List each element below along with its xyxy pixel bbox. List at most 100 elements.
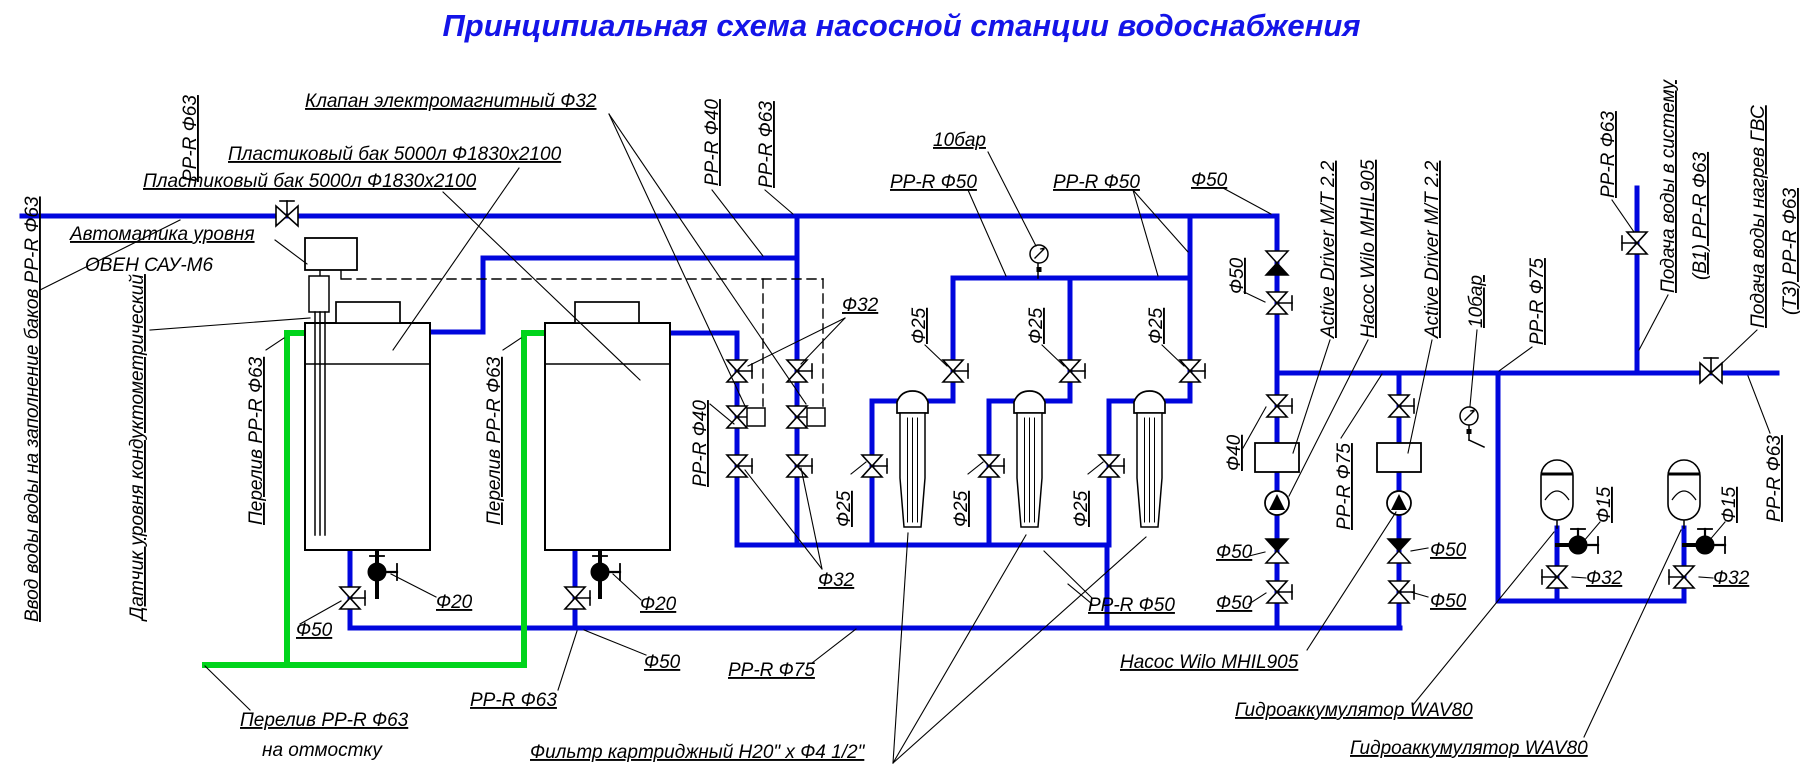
solenoid-coil-1 (746, 407, 766, 427)
label-f50-pump1-check: Ф50 (1216, 542, 1253, 563)
label-pump-callout-bottom: Насос Wilo MHIL905 (1120, 652, 1299, 673)
leader-line (711, 189, 764, 257)
label-ppr63-bottom: PP-R Ф63 (470, 690, 557, 711)
leader-line (608, 113, 746, 407)
leader-line (274, 239, 308, 265)
gauge-needle (1034, 248, 1045, 259)
leader-line (1288, 339, 1369, 497)
leader-line (1583, 529, 1682, 738)
tank-hatch (335, 301, 401, 324)
leader-line (557, 630, 578, 691)
leader-line (747, 317, 846, 367)
leader-line (924, 344, 948, 367)
label-ppr40-top: PP-R Ф40 (702, 99, 723, 186)
level-sensor (308, 275, 330, 313)
label-bar10-2: 10бар (1466, 275, 1487, 328)
label-solenoid-valve-callout: Клапан электромагнитный Ф32 (305, 91, 597, 112)
bypass-check-valve (1264, 261, 1290, 276)
label-f25-in1: Ф25 (909, 307, 930, 344)
leader-line (612, 573, 642, 601)
label-f50-top: Ф50 (1191, 170, 1228, 191)
label-overflow2-label: Перелив PP-R Ф63 (484, 356, 505, 525)
label-f20-tank1: Ф20 (436, 592, 473, 613)
label-active-driver-1-label: Active Driver M/T 2.2 (1318, 160, 1339, 339)
hydro-accumulator-2 (1667, 459, 1701, 521)
thin-line (1468, 439, 1485, 448)
gauge-needle-tip (1469, 409, 1475, 412)
level-automation-box (304, 237, 358, 271)
leader-line (987, 151, 1037, 247)
leader-line (1161, 344, 1185, 367)
leader-line (1132, 189, 1159, 277)
label-f32-acc2: Ф32 (1713, 568, 1750, 589)
label-ppr75-pumps: PP-R Ф75 (1334, 443, 1355, 530)
label-dhw-feed-2: (Т3) PP-R Ф63 (1780, 188, 1801, 315)
leader-line (1410, 591, 1429, 598)
label-ppr63-top: PP-R Ф63 (756, 101, 777, 188)
leader-line (1582, 521, 1601, 543)
leader-line (392, 167, 520, 351)
leader-line (892, 532, 909, 764)
label-accumulator1-callout: Гидроаккумулятор WAV80 (1235, 700, 1473, 721)
leader-line (39, 219, 181, 291)
leader-line (1043, 550, 1093, 599)
label-ppr63-riser: PP-R Ф63 (1598, 111, 1619, 198)
leader-line (502, 337, 522, 351)
label-f20-tank2: Ф20 (640, 594, 677, 615)
leader-line (1087, 461, 1104, 475)
active-driver-1-box (1254, 442, 1300, 473)
filter-head-2 (1013, 390, 1046, 414)
filter-head-1 (896, 390, 929, 414)
label-f40-pump1: Ф40 (1224, 434, 1245, 471)
label-f32-lower: Ф32 (818, 570, 855, 591)
pump1-check-valve (1264, 538, 1290, 553)
leader-line (744, 469, 823, 570)
label-system-feed-1: Подача воды в систему (1658, 79, 1679, 293)
leader-line (764, 189, 794, 215)
leader-line (1243, 291, 1266, 303)
label-f15-acc1: Ф15 (1594, 486, 1615, 523)
label-tank2-callout: Пластиковый бак 5000л Ф1830x2100 (143, 171, 477, 192)
leader-line (800, 317, 846, 365)
label-f50-pump2-check: Ф50 (1430, 540, 1467, 561)
label-ppr75-bottom: PP-R Ф75 (728, 660, 815, 681)
label-dhw-feed-1: Подача воды нагрев ГВС (1748, 105, 1769, 328)
leader-line (1747, 375, 1771, 434)
label-f32-acc1: Ф32 (1586, 568, 1623, 589)
leader-line (583, 629, 647, 656)
leader-line (800, 467, 823, 570)
pump2-check-valve (1386, 549, 1412, 564)
leader-line (1132, 189, 1189, 253)
label-f50-bypass: Ф50 (1227, 257, 1248, 294)
label-f25-out1: Ф25 (834, 490, 855, 527)
label-f32-upper: Ф32 (842, 295, 879, 316)
pump2-check-valve (1386, 538, 1412, 553)
label-f25-in3: Ф25 (1146, 307, 1167, 344)
hydro-accumulator-1 (1540, 459, 1574, 521)
label-pump-label-top: Насос Wilo MHIL905 (1358, 159, 1379, 338)
leader-line (149, 317, 311, 331)
label-ppr75-manifold: PP-R Ф75 (1527, 258, 1548, 345)
label-ppr63-dhw: PP-R Ф63 (1764, 435, 1785, 522)
leader-line (967, 461, 984, 475)
leader-line (1407, 339, 1433, 454)
leader-line (1698, 576, 1714, 579)
label-filter-callout: Фильтр картриджный H20" x Ф4 1/2" (530, 742, 866, 763)
diagram-title: Принципиальная схема насосной станции во… (442, 8, 1361, 43)
gauge-cock (1466, 429, 1472, 434)
leader-line (1571, 576, 1587, 579)
label-tank1-callout: Пластиковый бак 5000л Ф1830x2100 (228, 144, 562, 165)
label-ppr50-top1: PP-R Ф50 (890, 172, 977, 193)
pump-rotor-icon (1391, 494, 1407, 510)
leader-line (1716, 329, 1758, 369)
leader-line (1242, 406, 1267, 449)
label-f50-pump2-valve: Ф50 (1430, 591, 1467, 612)
active-driver-2-box (1376, 442, 1422, 473)
tank-hatch (574, 301, 640, 324)
leader-line (1306, 511, 1397, 651)
leader-line (850, 461, 867, 475)
leader-line (1498, 346, 1533, 372)
label-ppr50-suction: PP-R Ф50 (1088, 595, 1175, 616)
label-overflow-callout-1: Перелив PP-R Ф63 (240, 710, 409, 731)
accumulator-membrane (1544, 490, 1570, 501)
